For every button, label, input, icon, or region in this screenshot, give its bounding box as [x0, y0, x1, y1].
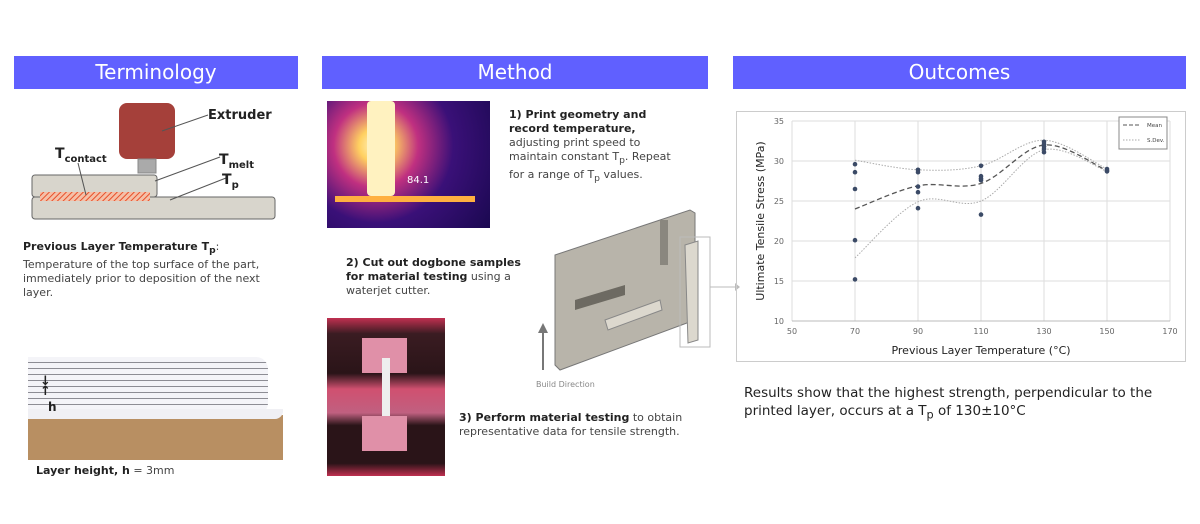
t-p-label: Tp — [222, 172, 239, 191]
results-summary: Results show that the highest strength, … — [744, 385, 1153, 422]
data-point — [915, 184, 921, 189]
data-point — [1041, 149, 1047, 155]
thermal-reading: 84.1 — [407, 175, 430, 186]
h-label: h — [48, 400, 57, 414]
data-point — [978, 212, 984, 217]
thermal-image: 84.1 — [327, 101, 490, 228]
data-point — [852, 169, 858, 175]
build-direction-label: Build Direction — [536, 380, 595, 389]
step1-text: 1) Print geometry and record temperature… — [509, 108, 671, 185]
x-tick-label: 170 — [1162, 327, 1177, 336]
outcomes-header: Outcomes — [733, 56, 1186, 89]
data-point — [852, 186, 858, 192]
extruder-label: Extruder — [208, 108, 272, 123]
extrusion-diagram — [31, 103, 276, 220]
y-tick-label: 20 — [774, 237, 784, 246]
tp-definition: Previous Layer Temperature Tp: Temperatu… — [23, 240, 260, 300]
extruder-body — [119, 103, 175, 159]
terminology-header: Terminology — [14, 56, 298, 89]
dogbone-diagram — [538, 209, 740, 371]
x-tick-label: 70 — [850, 327, 860, 336]
x-tick-label: 90 — [913, 327, 923, 336]
y-tick-label: 30 — [774, 157, 784, 166]
step2-text: 2) Cut out dogbone samples for material … — [346, 256, 521, 297]
legend-mean-label: Mean — [1147, 123, 1162, 129]
data-point — [852, 237, 858, 243]
step3-text: 3) Perform material testing to obtain re… — [459, 411, 683, 438]
y-tick-label: 10 — [774, 317, 784, 326]
legend-box — [1118, 116, 1168, 150]
x-tick-label: 110 — [973, 327, 988, 336]
y-tick-label: 25 — [774, 197, 784, 206]
data-point — [1104, 169, 1110, 174]
layer-height-arrows: ↓↑ — [40, 374, 51, 399]
data-point — [978, 163, 984, 169]
layer-photo: ↓↑ h — [28, 305, 283, 460]
data-point — [915, 189, 921, 195]
t-melt-label: Tmelt — [219, 152, 254, 171]
y-tick-label: 15 — [774, 277, 784, 286]
data-point — [915, 169, 921, 175]
method-header: Method — [322, 56, 708, 89]
mean-line — [854, 144, 1108, 210]
data-point — [852, 161, 858, 167]
x-tick-label: 50 — [787, 327, 797, 336]
y-axis-label: Ultimate Tensile Stress (MPa) — [754, 141, 767, 300]
t-contact-label: Tcontact — [55, 146, 107, 165]
legend-sdev-label: S.Dev. — [1147, 138, 1165, 144]
layer-height-caption: Layer height, h = 3mm — [36, 464, 175, 477]
data-point — [1041, 146, 1047, 152]
data-point — [915, 205, 921, 211]
tensile-test-photo — [327, 318, 445, 476]
x-tick-label: 150 — [1099, 327, 1114, 336]
y-tick-label: 35 — [774, 117, 784, 126]
data-point — [852, 277, 858, 282]
x-tick-label: 130 — [1036, 327, 1051, 336]
x-axis-label: Previous Layer Temperature (°C) — [891, 344, 1070, 357]
data-point — [978, 177, 984, 183]
